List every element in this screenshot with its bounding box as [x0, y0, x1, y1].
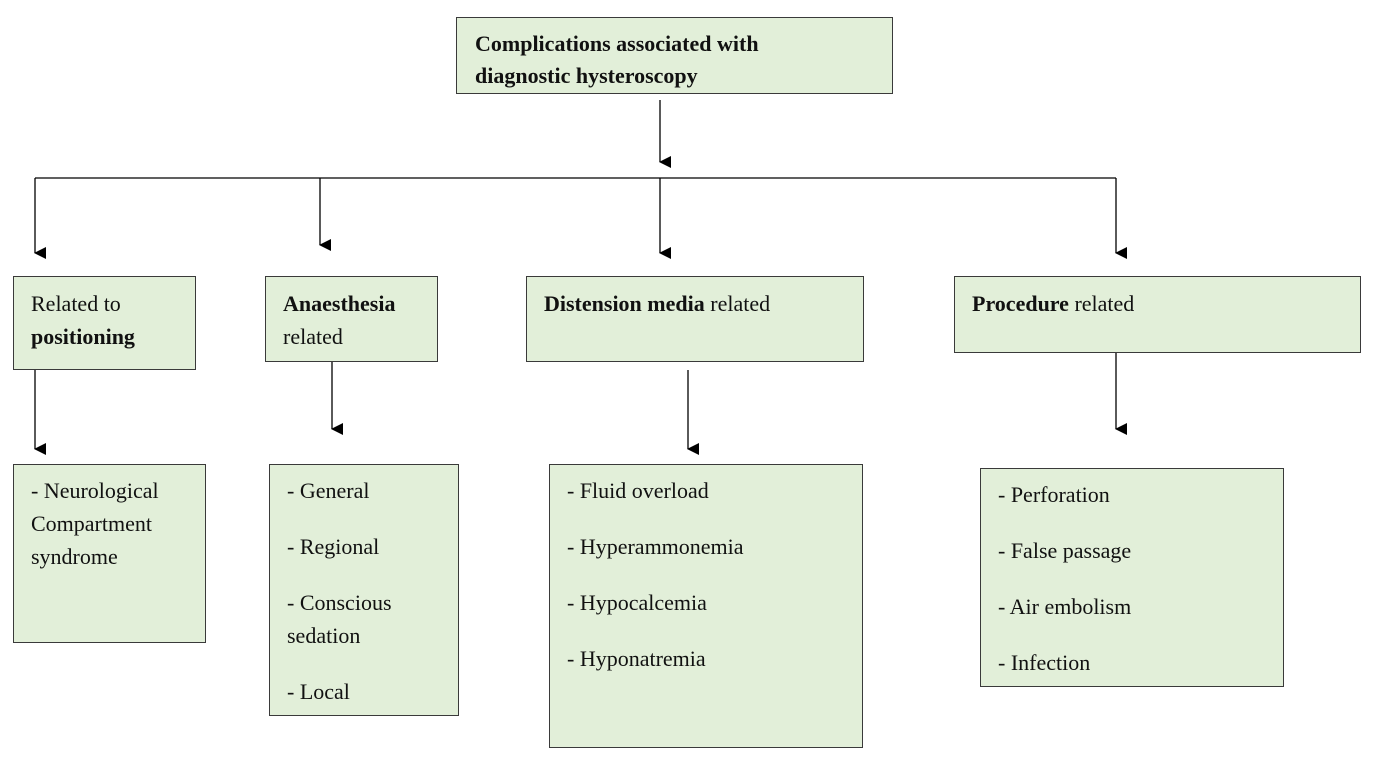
list-item: - Air embolism [998, 594, 1132, 619]
list-item: - False passage [998, 538, 1132, 563]
root-title-line1: Complications associated with [475, 31, 759, 56]
list-item: - General [287, 478, 370, 503]
category-distension: Distension media related [526, 276, 864, 362]
category-procedure-suffix: related [1074, 291, 1135, 316]
list-procedure: - Perforation - False passage - Air embo… [980, 468, 1284, 687]
list-item: - Infection [998, 650, 1091, 675]
list-positioning: - Neurological Compartment syndrome [13, 464, 206, 643]
list-item: - Conscious sedation [287, 590, 392, 648]
list-item: - Hypocalcemia [567, 590, 707, 615]
category-distension-suffix: related [710, 291, 771, 316]
category-procedure-bold: Procedure [972, 291, 1069, 316]
category-procedure: Procedure related [954, 276, 1361, 353]
list-item: - Fluid overload [567, 478, 709, 503]
category-anaesthesia-suffix: related [283, 324, 343, 349]
list-anaesthesia: - General - Regional - Conscious sedatio… [269, 464, 459, 716]
category-anaesthesia: Anaesthesia related [265, 276, 438, 362]
category-positioning-bold: positioning [31, 324, 135, 349]
category-distension-bold: Distension media [544, 291, 705, 316]
list-distension: - Fluid overload - Hyperammonemia - Hypo… [549, 464, 863, 748]
root-box: Complications associated with diagnostic… [456, 17, 893, 94]
category-positioning: Related to positioning [13, 276, 196, 370]
list-item: - Regional [287, 534, 380, 559]
list-item: - Neurological [31, 478, 159, 503]
list-item: - Hyperammonemia [567, 534, 744, 559]
root-title-line2: diagnostic hysteroscopy [475, 63, 698, 88]
list-item: - Perforation [998, 482, 1110, 507]
list-item: syndrome [31, 544, 118, 569]
category-anaesthesia-bold: Anaesthesia [283, 291, 396, 316]
category-positioning-prefix: Related to [31, 291, 121, 316]
list-item: Compartment [31, 511, 152, 536]
list-item: - Hyponatremia [567, 646, 706, 671]
list-item: - Local [287, 679, 350, 704]
